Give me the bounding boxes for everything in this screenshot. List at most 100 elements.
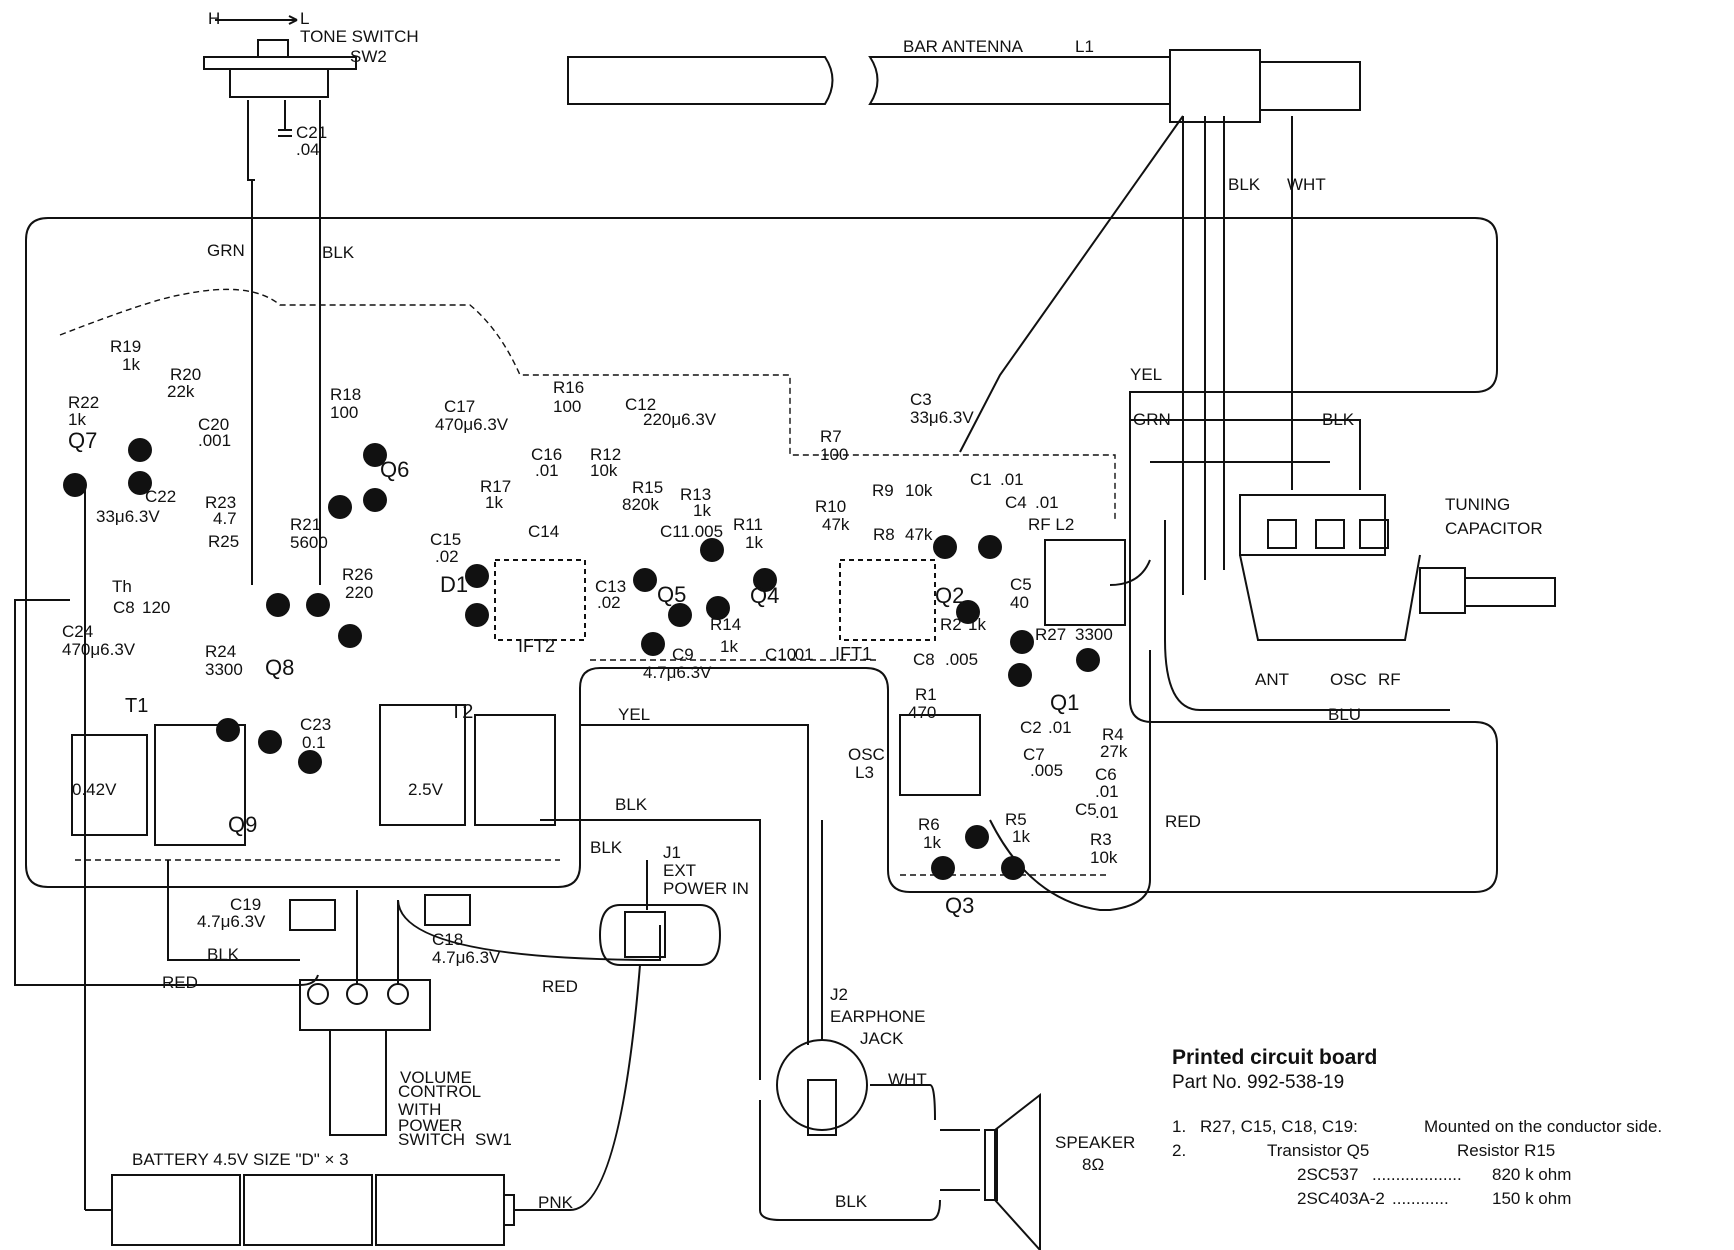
tone-hl-arrow (215, 15, 298, 25)
r25-label: R25 (208, 532, 239, 551)
bar-antenna-left (567, 56, 834, 105)
j2-label-2: JACK (860, 1029, 904, 1048)
component-labels: H L TONE SWITCH SW2 BAR ANTENNA L1 TUNIN… (62, 9, 1543, 1212)
c4-label: C4 (1005, 493, 1027, 512)
t2-label: T2 (450, 701, 473, 723)
j1-id: J1 (663, 843, 681, 862)
q6-label: Q6 (380, 457, 409, 482)
volume-label-2: CONTROL (398, 1082, 481, 1101)
c12-val: 220μ6.3V (643, 410, 717, 429)
r12-val: 10k (590, 461, 618, 480)
q8-label: Q8 (265, 655, 294, 680)
wire-blu-tc: BLU (1328, 705, 1361, 724)
ift2-can (494, 559, 586, 641)
r16-val: 100 (553, 397, 581, 416)
r5-val: 1k (1012, 827, 1030, 846)
r1-val: 470 (908, 703, 936, 722)
tone-switch-id: SW2 (350, 47, 387, 66)
c23-label: C23 (300, 715, 331, 734)
r24-label: R24 (205, 642, 236, 661)
q3-label: Q3 (945, 893, 974, 918)
q5-label: Q5 (657, 582, 686, 607)
j2-jack-ring (776, 1039, 868, 1131)
r4-label: R4 (1102, 725, 1124, 744)
dot (978, 535, 1002, 559)
wire-blk-mid: BLK (615, 795, 648, 814)
volume-label-3: WITH (398, 1100, 441, 1119)
c19-val: 4.7μ6.3V (197, 912, 266, 931)
wire-blk-top: BLK (322, 243, 355, 262)
r20-val: 22k (167, 382, 195, 401)
r22-val: 1k (68, 410, 86, 429)
r27-val: 3300 (1075, 625, 1113, 644)
c5-label: C5 (1010, 575, 1032, 594)
dot (700, 538, 724, 562)
transistor-dots (63, 438, 1100, 880)
subst-row-1: 2SC537 ................... 820 k ohm (1172, 1165, 1732, 1189)
battery-terminal (503, 1194, 515, 1226)
c1-label: C1 (970, 470, 992, 489)
th-label: Th (112, 577, 132, 596)
r13-val: 1k (693, 501, 711, 520)
r18-val: 100 (330, 403, 358, 422)
ift2-label: IFT2 (518, 636, 555, 656)
speaker-magnet (984, 1129, 998, 1201)
dot (933, 535, 957, 559)
battery-wires (85, 964, 641, 1211)
vol-lug-2 (346, 983, 368, 1005)
note-detail: Mounted on the conductor side. (1424, 1117, 1663, 1136)
vol-lug-3 (387, 983, 409, 1005)
volume-label-5: SWITCH (398, 1130, 465, 1149)
d1-label: D1 (440, 572, 468, 597)
r23-val: 4.7 (213, 509, 237, 528)
c8b-label: C8 (913, 650, 935, 669)
r19-label: R19 (110, 337, 141, 356)
c8-label: C8 (113, 598, 135, 617)
j2-jack-body (807, 1079, 837, 1136)
c7-label: C7 (1023, 745, 1045, 764)
r13-label: R13 (680, 485, 711, 504)
rf-l2-label: RF L2 (1028, 515, 1074, 534)
r6-label: R6 (918, 815, 940, 834)
c2-label: C2 (1020, 718, 1042, 737)
dot (965, 825, 989, 849)
l3-label: L3 (855, 763, 874, 782)
dot (363, 488, 387, 512)
speaker-ohm: 8Ω (1082, 1155, 1104, 1174)
c18-val: 4.7μ6.3V (432, 948, 501, 967)
r3-label: R3 (1090, 830, 1112, 849)
speaker-cone (994, 1092, 1041, 1250)
c15-label: C15 (430, 530, 461, 549)
dot (668, 603, 692, 627)
c21-val: .04 (296, 140, 320, 159)
r6-val: 1k (923, 833, 941, 852)
c14-label: C14 (528, 522, 559, 541)
r15-val: 820k (622, 495, 659, 514)
r3-val: 10k (1090, 848, 1118, 867)
c16-label: C16 (531, 445, 562, 464)
r20-label: R20 (170, 365, 201, 384)
rf-l2-coil (1044, 539, 1126, 626)
subst-value: 150 k ohm (1492, 1189, 1572, 1208)
yel-blk-mid-wires (540, 724, 809, 1080)
wire-red-left: RED (162, 973, 198, 992)
t1-label: T1 (125, 695, 148, 717)
battery-label: BATTERY 4.5V SIZE "D" × 3 (132, 1150, 349, 1169)
volume-label-4: POWER (398, 1116, 462, 1135)
t1-primary (71, 734, 148, 836)
note-num: 1. (1172, 1117, 1187, 1136)
r7-label: R7 (820, 427, 842, 446)
subst-transistor: 2SC403A-2 (1297, 1189, 1385, 1208)
c13-label: C13 (595, 577, 626, 596)
subst-dots: ................... (1372, 1165, 1462, 1184)
tc-osc-label: OSC (1330, 670, 1367, 689)
c5-val: 40 (1010, 593, 1029, 612)
j1-label-2: POWER IN (663, 879, 749, 898)
c11-val: .005 (690, 522, 723, 541)
c22-val: 33μ6.3V (96, 507, 160, 526)
c15-val: .02 (435, 547, 459, 566)
wire-blk-j1: BLK (590, 838, 623, 857)
tc-wires (1109, 419, 1450, 711)
wire-blk-spk: BLK (835, 1192, 868, 1211)
